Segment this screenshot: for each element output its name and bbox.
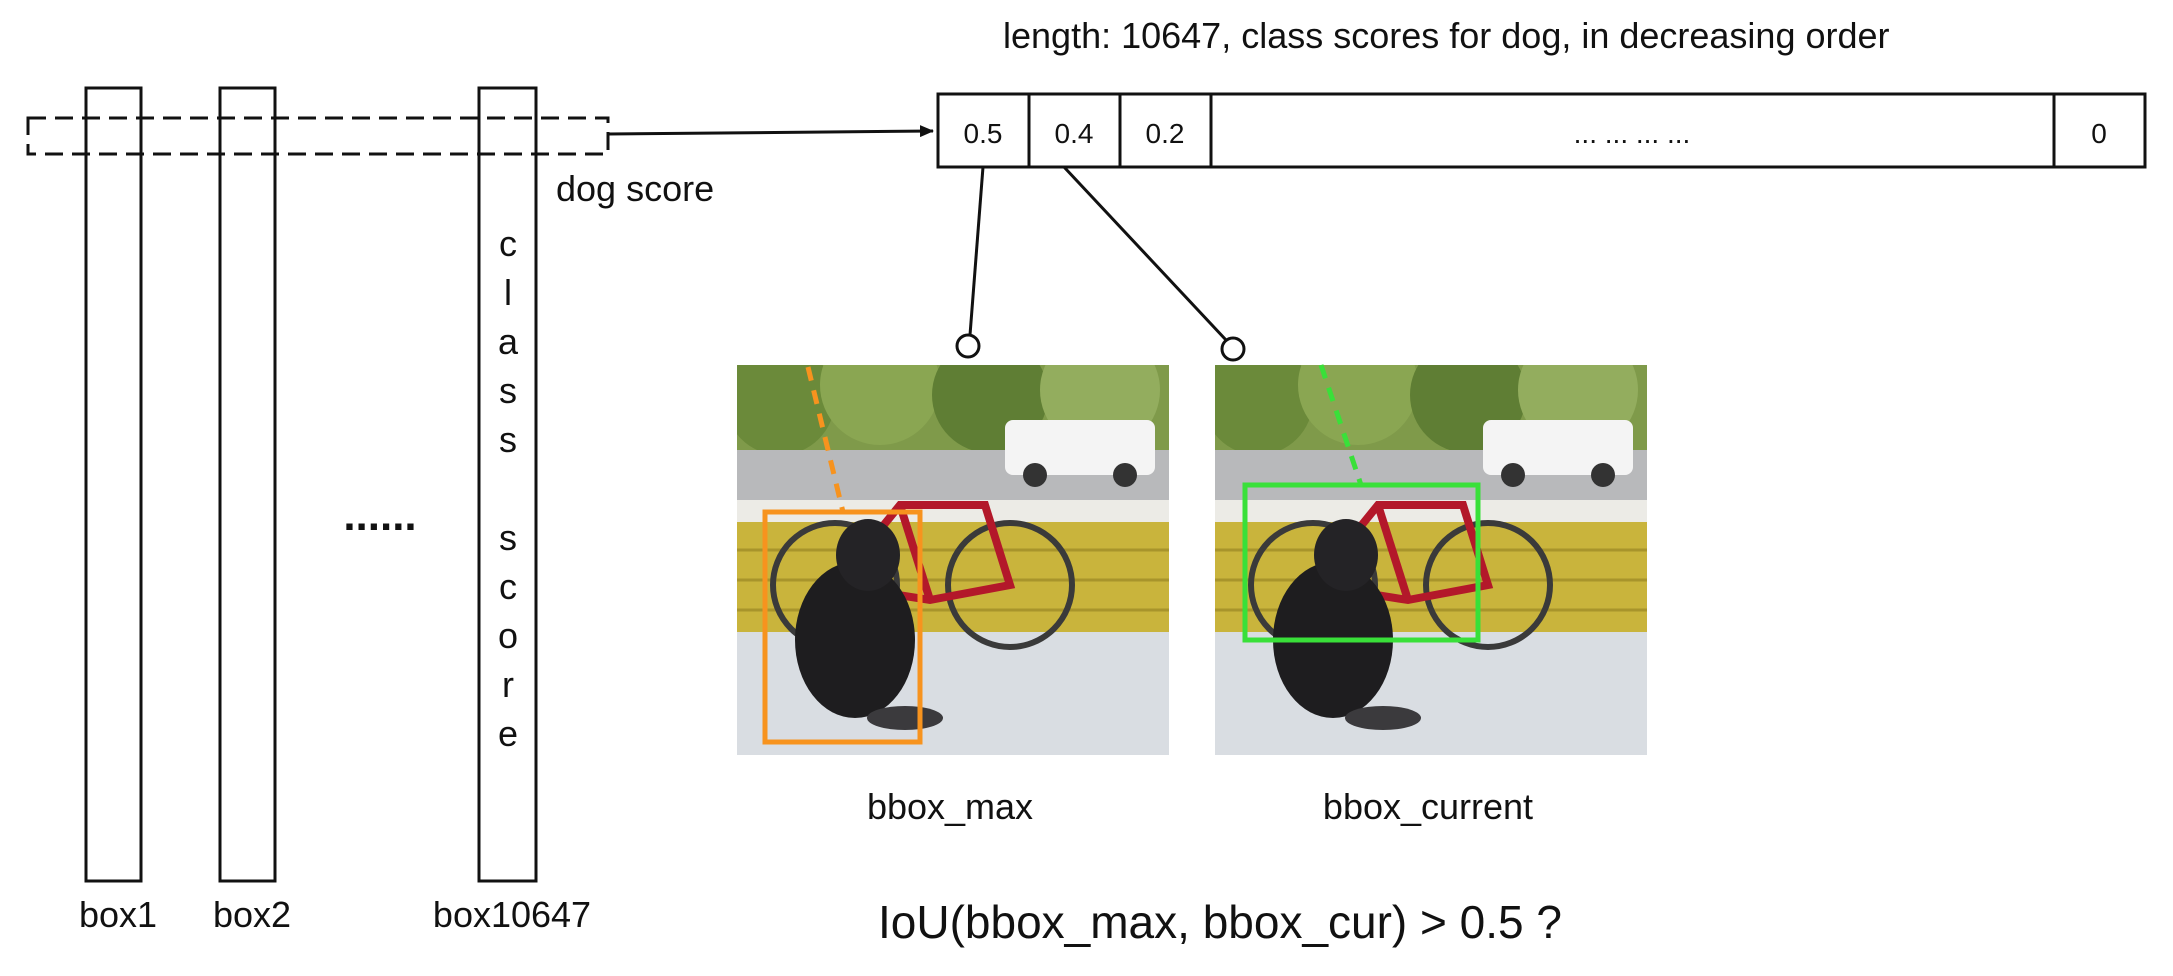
class-score-vertical-label: c l a s s s c o r e (498, 223, 519, 754)
box-label-10647: box10647 (433, 894, 591, 935)
class-score-letter: c (499, 223, 517, 264)
class-score-letter: r (502, 664, 514, 705)
score-array-frame (936, 92, 2147, 169)
box-label-2: box2 (213, 894, 291, 935)
class-score-letter: s (499, 517, 517, 558)
dog-score-label: dog score (556, 168, 714, 209)
photo-bbox-current (1215, 365, 1647, 755)
dog-score-arrow (607, 125, 934, 138)
connector-bbox-current-end (1220, 336, 1246, 362)
box-column-1 (84, 86, 143, 883)
caption-bbox-current: bbox_current (1323, 786, 1533, 827)
score-cell-ellipsis: ... ... ... ... (1574, 118, 1691, 149)
class-score-letter: l (504, 272, 512, 313)
box-columns (84, 86, 538, 883)
class-score-letter: o (498, 615, 518, 656)
class-score-letter: e (498, 713, 518, 754)
columns-ellipsis: ...... (343, 491, 416, 540)
score-cell-last: 0 (2091, 118, 2107, 149)
photo-bbox-max (737, 365, 1169, 755)
score-cell-1: 0.5 (964, 118, 1003, 149)
connector-bbox-max (968, 166, 985, 336)
box-label-1: box1 (79, 894, 157, 935)
class-score-letter: s (499, 419, 517, 460)
score-cell-2: 0.4 (1055, 118, 1094, 149)
class-score-letter: c (499, 566, 517, 607)
score-array: 0.5 0.4 0.2 ... ... ... ... 0 (936, 92, 2147, 169)
bbox-current-dashed-link (1318, 364, 1364, 486)
caption-bbox-max: bbox_max (867, 786, 1033, 827)
connector-bbox-current (1062, 165, 1228, 342)
class-score-letter: s (499, 370, 517, 411)
box-column-10647 (477, 86, 538, 883)
bbox-current-box (1242, 482, 1481, 643)
box-column-2 (218, 86, 277, 883)
connector-bbox-max-end (955, 333, 981, 359)
bbox-max-dashed-link (805, 366, 846, 513)
dog-score-row (26, 116, 610, 156)
class-score-letter: a (498, 321, 519, 362)
iou-question: IoU(bbox_max, bbox_cur) > 0.5 ? (878, 896, 1562, 948)
score-cell-3: 0.2 (1146, 118, 1185, 149)
array-header: length: 10647, class scores for dog, in … (1003, 15, 1890, 56)
